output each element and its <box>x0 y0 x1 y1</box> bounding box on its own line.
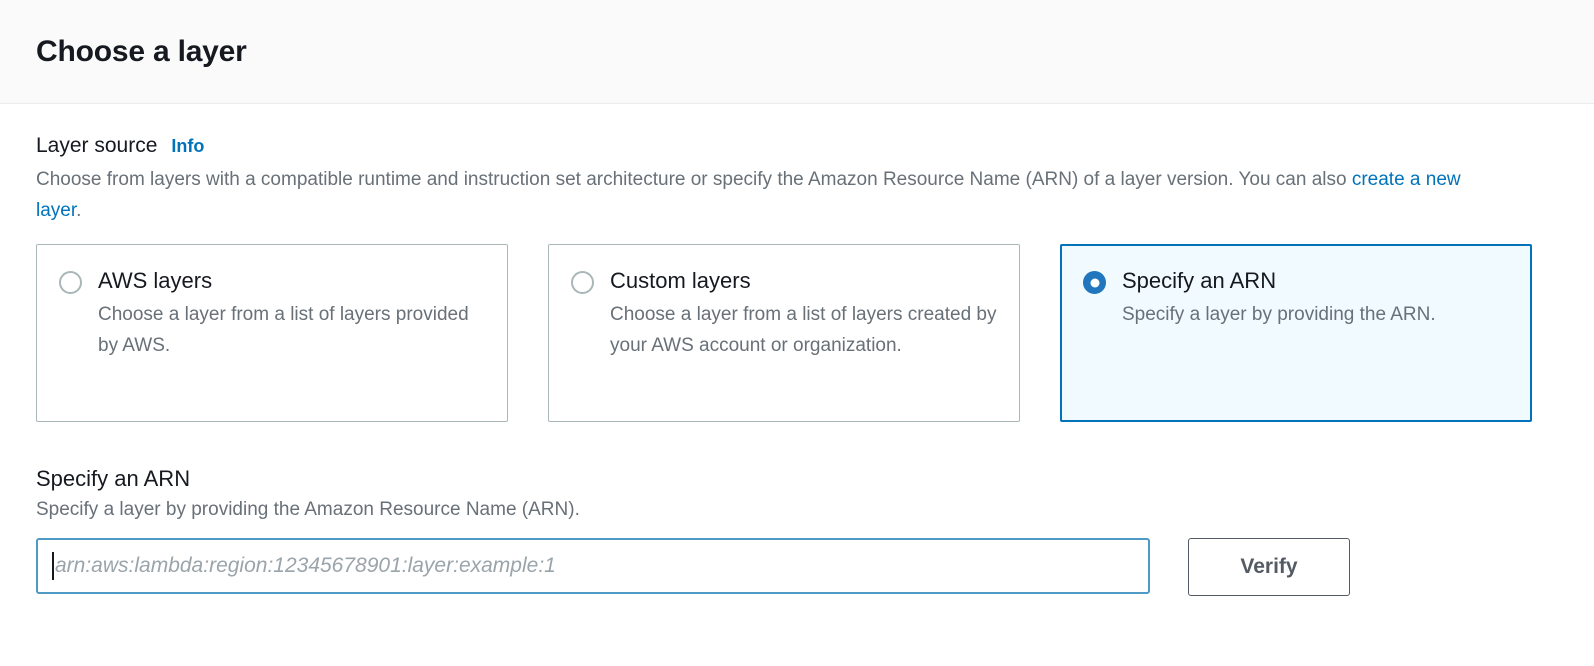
layer-source-option-specify-arn[interactable]: Specify an ARN Specify a layer by provid… <box>1060 244 1532 422</box>
modal-header: Choose a layer <box>0 0 1594 104</box>
radio-icon-specify-arn[interactable] <box>1083 271 1106 294</box>
modal-body: Layer source Info Choose from layers wit… <box>0 104 1594 596</box>
layer-source-description-text-2: . <box>76 200 82 221</box>
option-description-aws-layers: Choose a layer from a list of layers pro… <box>98 304 469 356</box>
option-description-custom-layers: Choose a layer from a list of layers cre… <box>610 304 997 356</box>
specify-arn-description: Specify a layer by providing the Amazon … <box>36 499 580 520</box>
layer-source-option-aws-layers[interactable]: AWS layers Choose a layer from a list of… <box>36 244 508 422</box>
option-label-custom-layers: Custom layers <box>610 268 751 293</box>
option-text-aws-layers: AWS layers Choose a layer from a list of… <box>98 267 485 421</box>
text-caret <box>52 552 54 580</box>
arn-input[interactable] <box>55 540 1134 592</box>
option-label-aws-layers: AWS layers <box>98 268 213 293</box>
layer-source-label: Layer source <box>36 134 158 157</box>
option-description-specify-arn: Specify a layer by providing the ARN. <box>1122 304 1436 325</box>
layer-source-description: Choose from layers with a compatible run… <box>36 164 1496 226</box>
layer-source-label-row: Layer source Info <box>36 134 1558 158</box>
info-link[interactable]: Info <box>171 136 205 156</box>
arn-input-row: Verify <box>36 538 1558 596</box>
specify-arn-section: Specify an ARN Specify a layer by provid… <box>36 466 1558 596</box>
option-text-specify-arn: Specify an ARN Specify a layer by provid… <box>1122 267 1509 420</box>
layer-source-option-custom-layers[interactable]: Custom layers Choose a layer from a list… <box>548 244 1020 422</box>
arn-input-container[interactable] <box>36 538 1150 594</box>
layer-source-description-text-1: Choose from layers with a compatible run… <box>36 169 1352 190</box>
layer-source-options: AWS layers Choose a layer from a list of… <box>36 244 1558 422</box>
radio-icon-custom-layers[interactable] <box>571 271 594 294</box>
page-title: Choose a layer <box>36 35 247 68</box>
verify-button[interactable]: Verify <box>1188 538 1350 596</box>
option-text-custom-layers: Custom layers Choose a layer from a list… <box>610 267 997 421</box>
radio-icon-aws-layers[interactable] <box>59 271 82 294</box>
create-new-layer-link[interactable]: create a new layer <box>36 169 1461 221</box>
option-label-specify-arn: Specify an ARN <box>1122 268 1277 293</box>
specify-arn-heading: Specify an ARN <box>36 466 191 491</box>
